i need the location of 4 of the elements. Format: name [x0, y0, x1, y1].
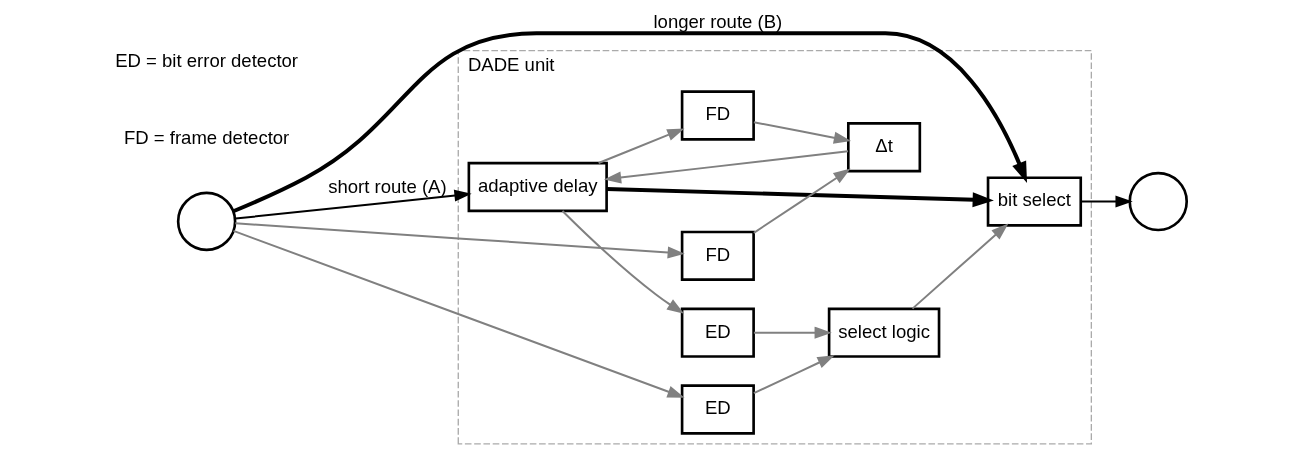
label: ED = bit error detector — [114, 50, 298, 72]
label: FD = frame detector — [123, 127, 289, 149]
edge-label: short route (A) — [327, 175, 447, 197]
edge-label: longer route (B) — [652, 11, 782, 33]
